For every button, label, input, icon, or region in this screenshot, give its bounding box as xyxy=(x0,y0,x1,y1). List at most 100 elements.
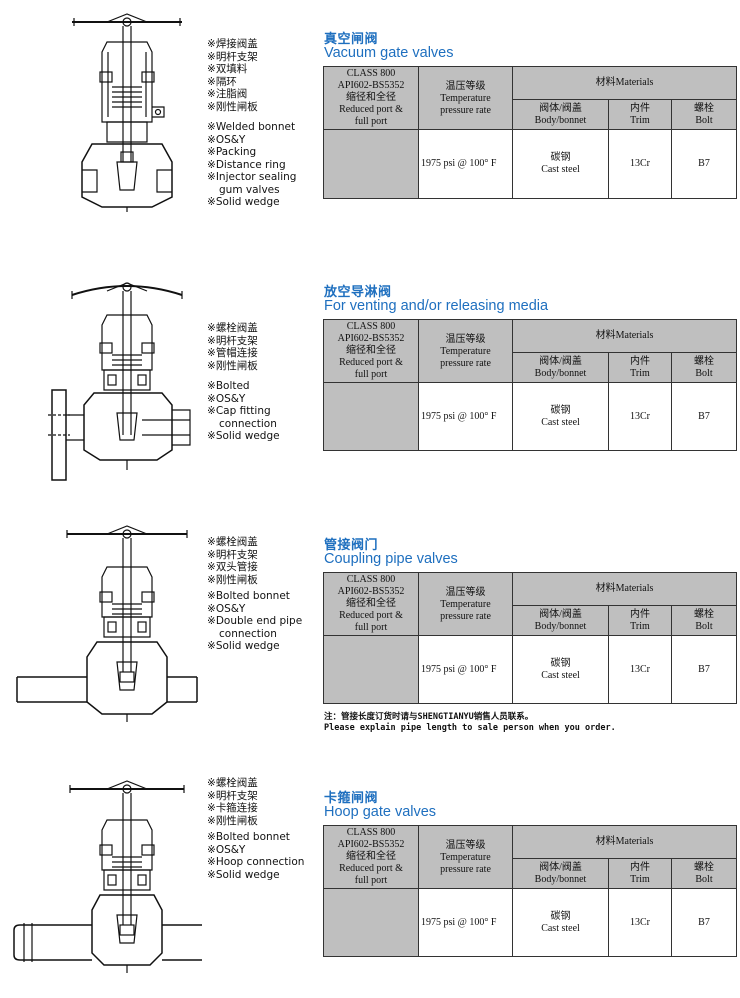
feature-cn: ※螺栓阀盖 xyxy=(207,777,258,789)
section-title-cn: 管接阀门 xyxy=(324,538,379,553)
section-title-cn: 放空导淋阀 xyxy=(324,285,392,300)
feature-cn: ※明杆支架 xyxy=(207,334,258,347)
feature-cn: ※卡箍连接 xyxy=(207,802,258,814)
feature-en: ※Solid wedge xyxy=(207,430,280,442)
section-title-en: Coupling pipe valves xyxy=(324,551,458,567)
feature-en: ※Cap fitting xyxy=(207,405,271,417)
class-cell-lower xyxy=(323,635,419,704)
bolt-value: B7 xyxy=(671,382,737,451)
feature-cn: ※螺栓阀盖 xyxy=(207,322,258,334)
features-list: ※螺栓阀盖 ※明杆支架 ※卡箍连接 ※刚性闸板 ※Bolted bonnet ※… xyxy=(207,777,304,881)
feature-cn: ※隔环 xyxy=(207,75,237,88)
class-cell-lower xyxy=(323,888,419,957)
feature-en: ※Solid wedge xyxy=(207,196,280,208)
venting-valve-drawing xyxy=(48,282,191,481)
feature-en: ※Solid wedge xyxy=(207,640,280,652)
bolt-value: B7 xyxy=(671,635,737,704)
feature-en-cont: connection xyxy=(219,627,277,640)
feature-en: ※Bolted bonnet xyxy=(207,590,290,602)
class-cell-lower xyxy=(323,129,419,199)
feature-en: ※OS&Y xyxy=(207,392,246,405)
rating-value: 1975 psi @ 100° F xyxy=(418,382,513,451)
rating-value: 1975 psi @ 100° F xyxy=(418,129,513,199)
vacuum-gate-valve-drawing xyxy=(72,13,182,212)
feature-en: ※OS&Y xyxy=(207,843,246,856)
materials-header: 材料Materials xyxy=(512,825,737,859)
order-note-en: Please explain pipe length to sale perso… xyxy=(324,722,616,733)
materials-header: 材料Materials xyxy=(512,572,737,606)
feature-cn: ※明杆支架 xyxy=(207,789,258,802)
feature-en: ※OS&Y xyxy=(207,133,246,146)
rating-value: 1975 psi @ 100° F xyxy=(418,888,513,957)
order-note: 注：管接长度订货时请与SHENGTIANYU销售人员联系。 Please exp… xyxy=(324,712,616,733)
trim-value: 13Cr xyxy=(608,382,672,451)
features-list: ※螺栓阀盖 ※明杆支架 ※管帽连接 ※刚性闸板 ※Bolted ※OS&Y ※C… xyxy=(207,322,280,443)
feature-en: ※Packing xyxy=(207,146,257,158)
section-title-cn: 卡箍闸阀 xyxy=(324,791,379,806)
section-title-cn: 真空闸阀 xyxy=(324,32,379,47)
section-title-en: Vacuum gate valves xyxy=(324,45,454,61)
feature-en: ※OS&Y xyxy=(207,602,246,615)
bolt-value: B7 xyxy=(671,888,737,957)
feature-en: ※Bolted xyxy=(207,380,250,392)
feature-cn: ※双头管接 xyxy=(207,561,258,573)
feature-cn: ※螺栓阀盖 xyxy=(207,536,258,548)
trim-value: 13Cr xyxy=(608,635,672,704)
materials-header: 材料Materials xyxy=(512,319,737,353)
feature-en-cont: connection xyxy=(219,417,277,430)
trim-value: 13Cr xyxy=(608,888,672,957)
coupling-pipe-valve-drawing xyxy=(16,525,198,722)
feature-en-cont: gum valves xyxy=(219,183,280,196)
rating-value: 1975 psi @ 100° F xyxy=(418,635,513,704)
feature-en: ※Welded bonnet xyxy=(207,121,296,133)
materials-header: 材料Materials xyxy=(512,66,737,100)
bolt-value: B7 xyxy=(671,129,737,199)
feature-cn: ※双填料 xyxy=(207,63,248,75)
feature-cn: ※管帽连接 xyxy=(207,347,258,359)
feature-cn: ※明杆支架 xyxy=(207,548,258,561)
feature-en: ※Hoop connection xyxy=(207,856,305,868)
features-list: ※焊接阀盖 ※明杆支架 ※双填料 ※隔环 ※注脂阀 ※刚性闸板 ※Welded … xyxy=(207,38,296,209)
feature-en: ※Distance ring xyxy=(207,158,286,171)
feature-en: ※Bolted bonnet xyxy=(207,831,290,843)
feature-en: ※Solid wedge xyxy=(207,868,280,881)
features-list: ※螺栓阀盖 ※明杆支架 ※双头管接 ※刚性闸板 ※Bolted bonnet ※… xyxy=(207,536,302,653)
class-cell-lower xyxy=(323,382,419,451)
order-note-cn: 注：管接长度订货时请与SHENGTIANYU销售人员联系。 xyxy=(324,712,534,722)
feature-cn: ※刚性闸板 xyxy=(207,100,258,113)
feature-cn: ※注脂阀 xyxy=(207,88,248,100)
feature-cn: ※明杆支架 xyxy=(207,50,258,63)
feature-cn: ※刚性闸板 xyxy=(207,814,258,827)
section-title-en: Hoop gate valves xyxy=(324,804,437,820)
trim-value: 13Cr xyxy=(608,129,672,199)
section-title-en: For venting and/or releasing media xyxy=(324,298,549,314)
hoop-gate-valve-drawing xyxy=(13,780,202,973)
feature-en: ※Injector sealing xyxy=(207,171,297,183)
